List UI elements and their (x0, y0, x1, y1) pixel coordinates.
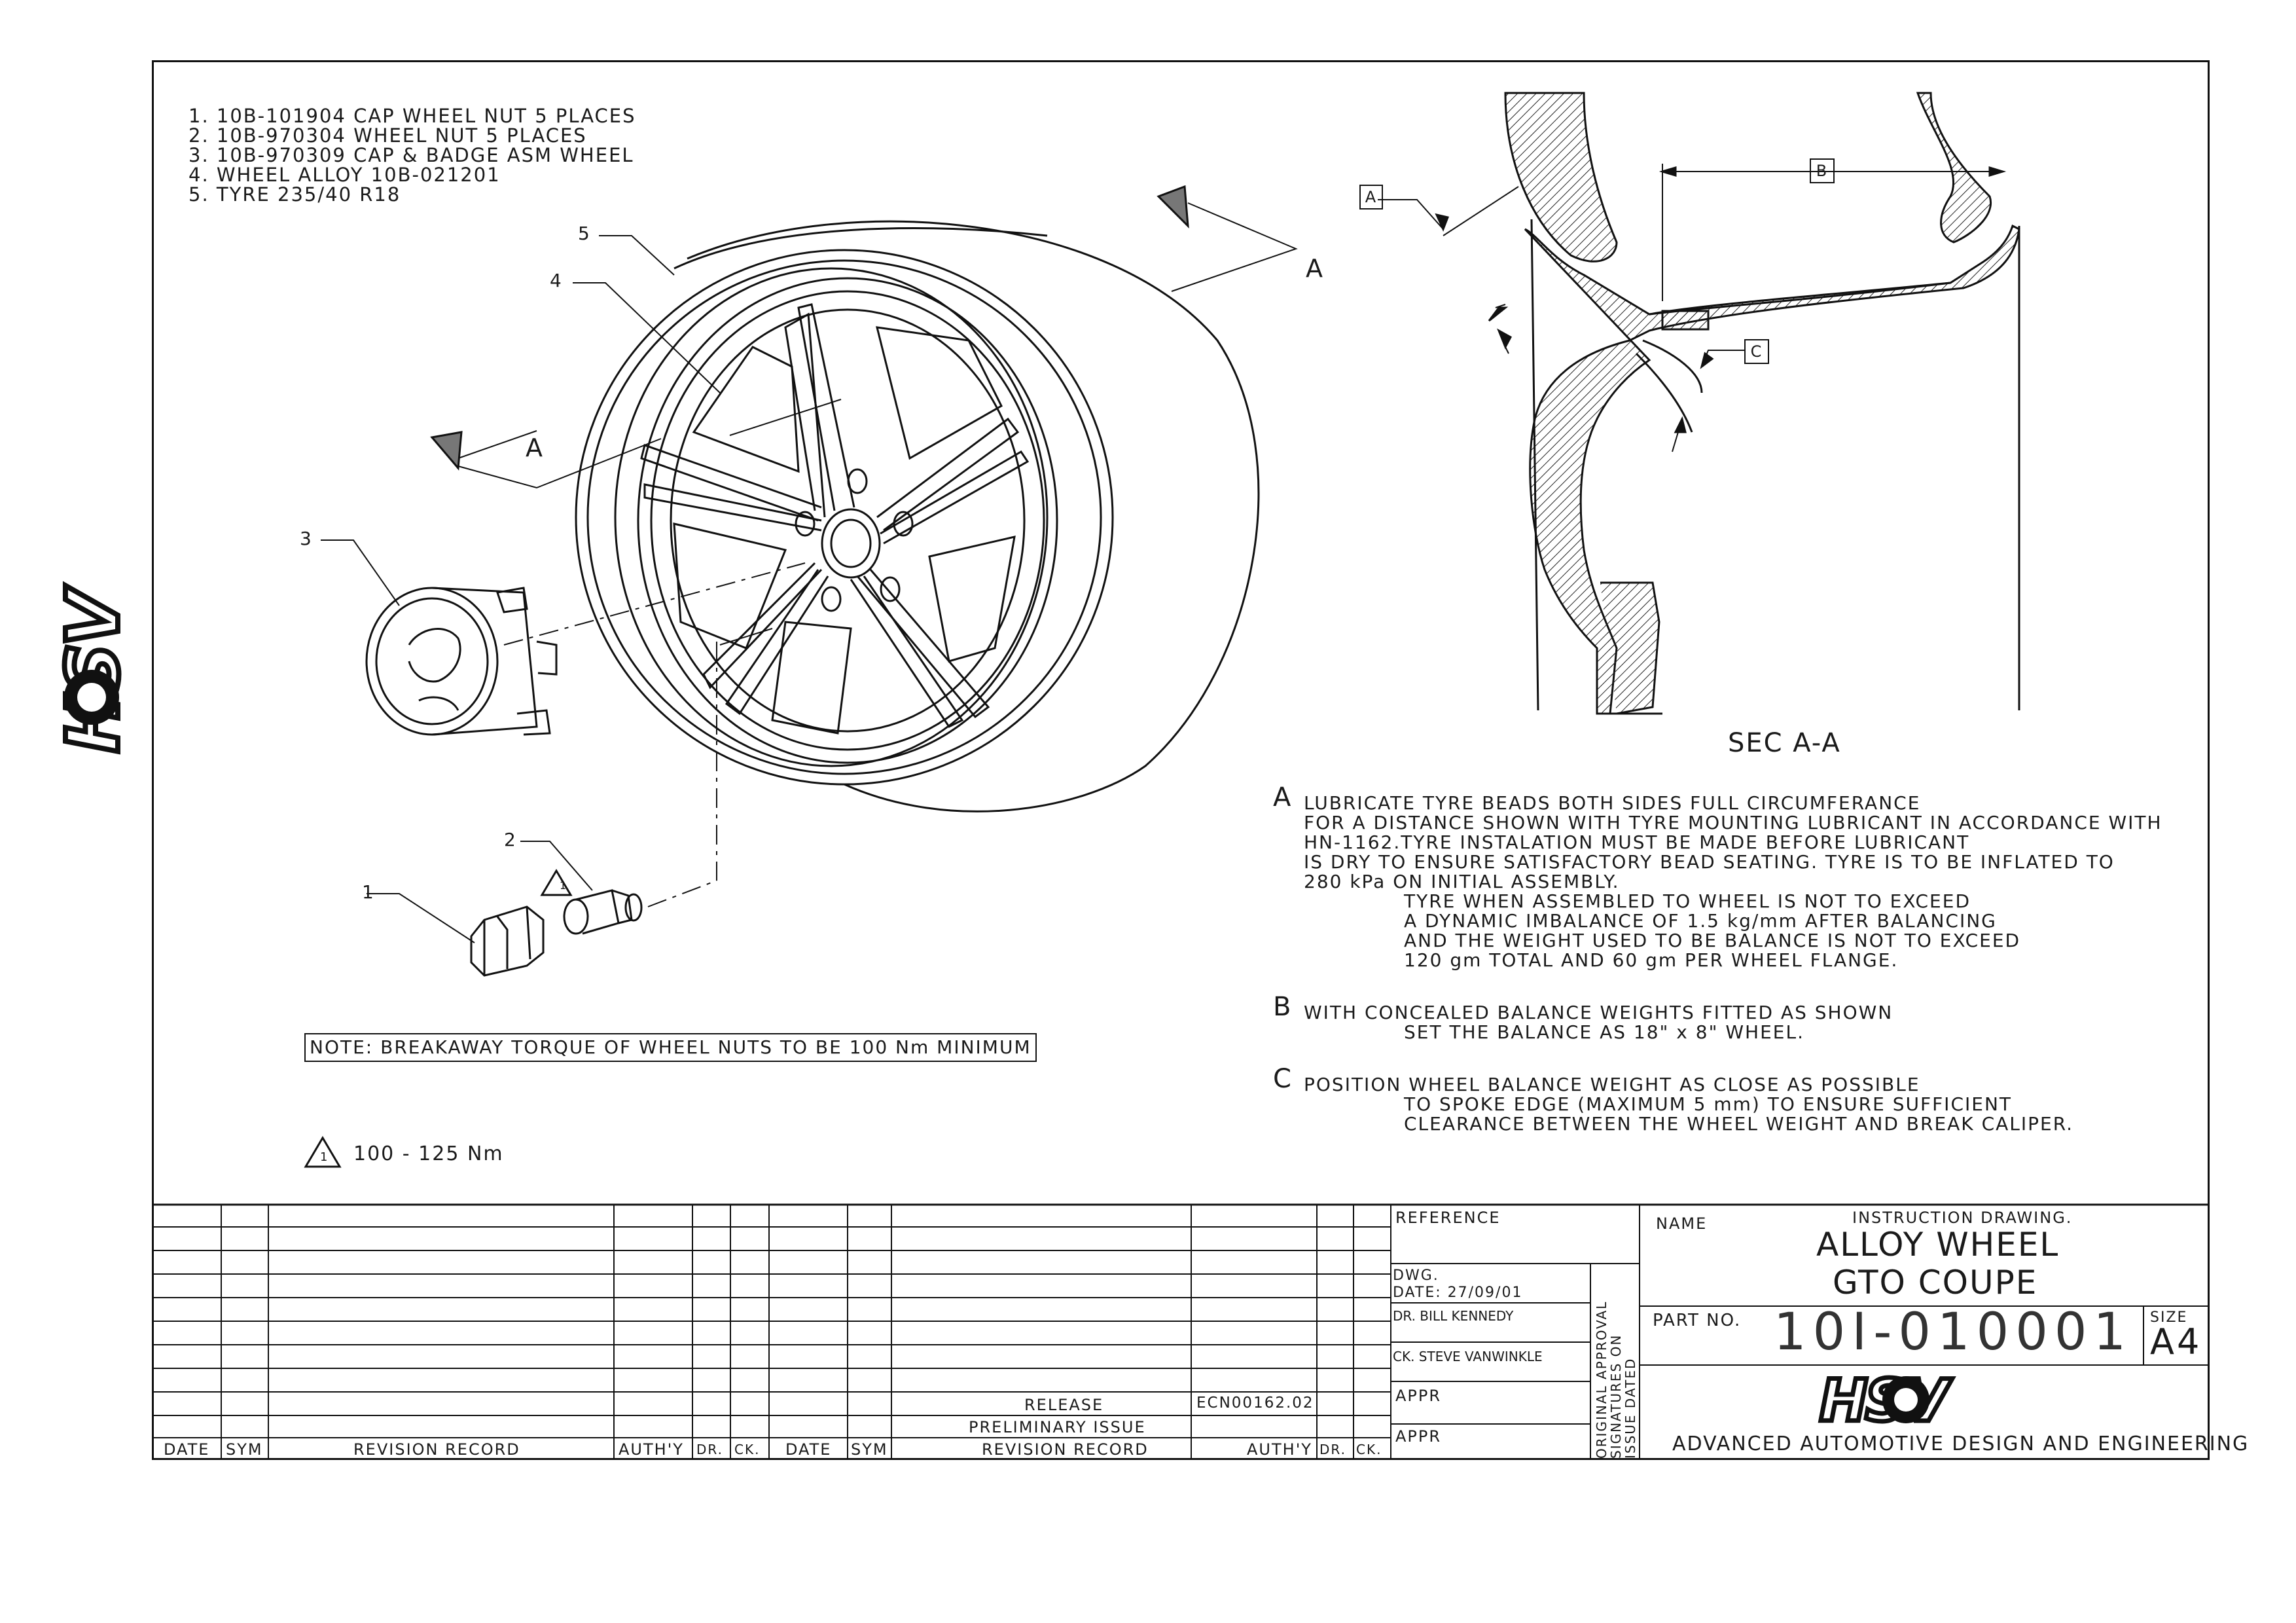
drawing-frame (152, 60, 2210, 1460)
rev2-header-date: DATE (785, 1440, 832, 1459)
wheel-nut (563, 889, 643, 935)
note-a-line-3: HN-1162.TYRE INSTALATION MUST BE MADE BE… (1304, 831, 1970, 853)
note-c-letter: C (1273, 1064, 1293, 1094)
tb-title-line-2: GTO COUPE (1833, 1264, 2038, 1302)
tb-drawn-by: DR. BILL KENNEDY (1393, 1308, 1514, 1324)
tb-doc-type: INSTRUCTION DRAWING. (1852, 1209, 2073, 1227)
section-arrow-left (430, 431, 662, 489)
svg-text:HSV: HSV (51, 585, 135, 753)
section-arrow-label-left: A (526, 433, 544, 462)
note-a-line-1: LUBRICATE TYRE BEADS BOTH SIDES FULL CIR… (1304, 792, 1921, 814)
callout-4: 4 (550, 270, 563, 291)
tb-size-value: A4 (2150, 1321, 2202, 1362)
hsv-logo-title: HSV (1818, 1365, 1958, 1437)
tb-company: ADVANCED AUTOMOTIVE DESIGN AND ENGINEERI… (1672, 1432, 2250, 1455)
tyre (575, 220, 1260, 812)
callout-2: 2 (504, 829, 517, 850)
note-c-line-1: POSITION WHEEL BALANCE WEIGHT AS CLOSE A… (1304, 1074, 1920, 1095)
torque-symbol-label-2: 1 (320, 1150, 329, 1164)
rev2-header-sym: SYM (851, 1440, 888, 1459)
callout-3: 3 (300, 528, 313, 549)
rev-header-sym: SYM (226, 1440, 263, 1459)
note-c-line-2: TO SPOKE EDGE (MAXIMUM 5 mm) TO ENSURE S… (1404, 1093, 2012, 1115)
note-a-line-9: 120 gm TOTAL AND 60 gm PER WHEEL FLANGE. (1404, 949, 1899, 971)
parts-list-item-4: 4. WHEEL ALLOY 10B-021201 (188, 164, 501, 186)
tb-name-label: NAME (1656, 1214, 1708, 1233)
torque-symbol-label-1: 1 (560, 879, 568, 892)
callout-5: 5 (578, 223, 591, 244)
note-a-line-8: AND THE WEIGHT USED TO BE BALANCE IS NOT… (1404, 930, 2021, 951)
torque-note: NOTE: BREAKAWAY TORQUE OF WHEEL NUTS TO … (304, 1033, 1037, 1062)
note-c-line-3: CLEARANCE BETWEEN THE WHEEL WEIGHT AND B… (1404, 1113, 2074, 1135)
leader-1 (367, 893, 475, 943)
note-a-line-7: A DYNAMIC IMBALANCE OF 1.5 kg/mm AFTER B… (1404, 910, 1997, 932)
note-b-line-2: SET THE BALANCE AS 18" x 8" WHEEL. (1404, 1021, 1804, 1043)
rev-release-auth: ECN00162.02 (1196, 1395, 1314, 1412)
tb-reference-label: REFERENCE (1395, 1209, 1501, 1227)
tb-size-label: SIZE (2150, 1309, 2188, 1326)
tb-dwg-label: DWG. (1393, 1267, 1439, 1284)
note-b-line-1: WITH CONCEALED BALANCE WEIGHTS FITTED AS… (1304, 1002, 1893, 1023)
tb-approval-vertical: ORIGINAL APPROVAL SIGNATURES ON ISSUE DA… (1594, 1300, 1638, 1459)
wheel-alloy (637, 277, 1058, 764)
note-b-letter: B (1273, 992, 1293, 1022)
parts-list-item-5: 5. TYRE 235/40 R18 (188, 183, 401, 206)
section-arrow-label-right: A (1306, 254, 1324, 283)
centre-cap-badge (365, 587, 558, 736)
section-tag-b: B (1810, 158, 1835, 183)
tb-checked-by: CK. STEVE VANWINKLE (1393, 1349, 1543, 1364)
note-a-line-5: 280 kPa ON INITIAL ASSEMBLY. (1304, 871, 1620, 892)
parts-list: 1. 10B-101904 CAP WHEEL NUT 5 PLACES 2. … (188, 106, 636, 204)
rev2-header-ck: CK. (1356, 1442, 1382, 1457)
section-tag-a: A (1359, 185, 1383, 210)
tb-title-line-1: ALLOY WHEEL (1816, 1226, 2060, 1264)
parts-list-item-1: 1. 10B-101904 CAP WHEEL NUT 5 PLACES (188, 105, 636, 127)
assembly-line-cap (503, 562, 806, 646)
leader-5 (599, 235, 675, 276)
rev2-header-record: REVISION RECORD (982, 1440, 1149, 1459)
tb-appr-2: APPR (1395, 1427, 1442, 1446)
rev2-header-authy: AUTH'Y (1247, 1440, 1312, 1459)
section-arrow-right (1157, 185, 1298, 292)
note-a-line-6: TYRE WHEN ASSEMBLED TO WHEEL IS NOT TO E… (1404, 890, 1971, 912)
tb-appr-1: APPR (1395, 1387, 1442, 1405)
parts-list-item-2: 2. 10B-970304 WHEEL NUT 5 PLACES (188, 124, 587, 147)
rev-header-ck: CK. (734, 1442, 761, 1457)
rev2-header-dr: DR. (1319, 1442, 1346, 1457)
leader-2 (520, 841, 593, 891)
rev-header-date: DATE (164, 1440, 210, 1459)
rev-preliminary: PRELIMINARY ISSUE (969, 1418, 1146, 1436)
section-title: SEC A-A (1728, 728, 1841, 758)
section-a-a (1378, 92, 2020, 715)
note-a-line-4: IS DRY TO ENSURE SATISFACTORY BEAD SEATI… (1304, 851, 2115, 873)
tb-part-no: 10I-010001 (1774, 1303, 2133, 1362)
hsv-logo-side: HSV (48, 583, 137, 756)
tb-date: DATE: 27/09/01 (1393, 1285, 1523, 1301)
callout-1: 1 (362, 881, 375, 903)
parts-list-item-3: 3. 10B-970309 CAP & BADGE ASM WHEEL (188, 144, 634, 166)
title-block-lines (152, 1203, 2210, 1460)
rev-header-record: REVISION RECORD (353, 1440, 520, 1459)
nut-cap (470, 905, 545, 977)
tb-part-no-label: PART NO. (1653, 1311, 1742, 1330)
rev-header-authy: AUTH'Y (619, 1440, 684, 1459)
note-a-letter: A (1273, 782, 1293, 812)
torque-range: 100 - 125 Nm (353, 1142, 504, 1165)
rev-release: RELEASE (1024, 1396, 1104, 1414)
section-tag-c: C (1744, 339, 1769, 364)
leader-3 (321, 539, 400, 606)
note-a-line-2: FOR A DISTANCE SHOWN WITH TYRE MOUNTING … (1304, 812, 2162, 833)
torque-triangle-icon (304, 869, 573, 1168)
rev-header-dr: DR. (696, 1442, 723, 1457)
leader-4 (573, 282, 721, 393)
